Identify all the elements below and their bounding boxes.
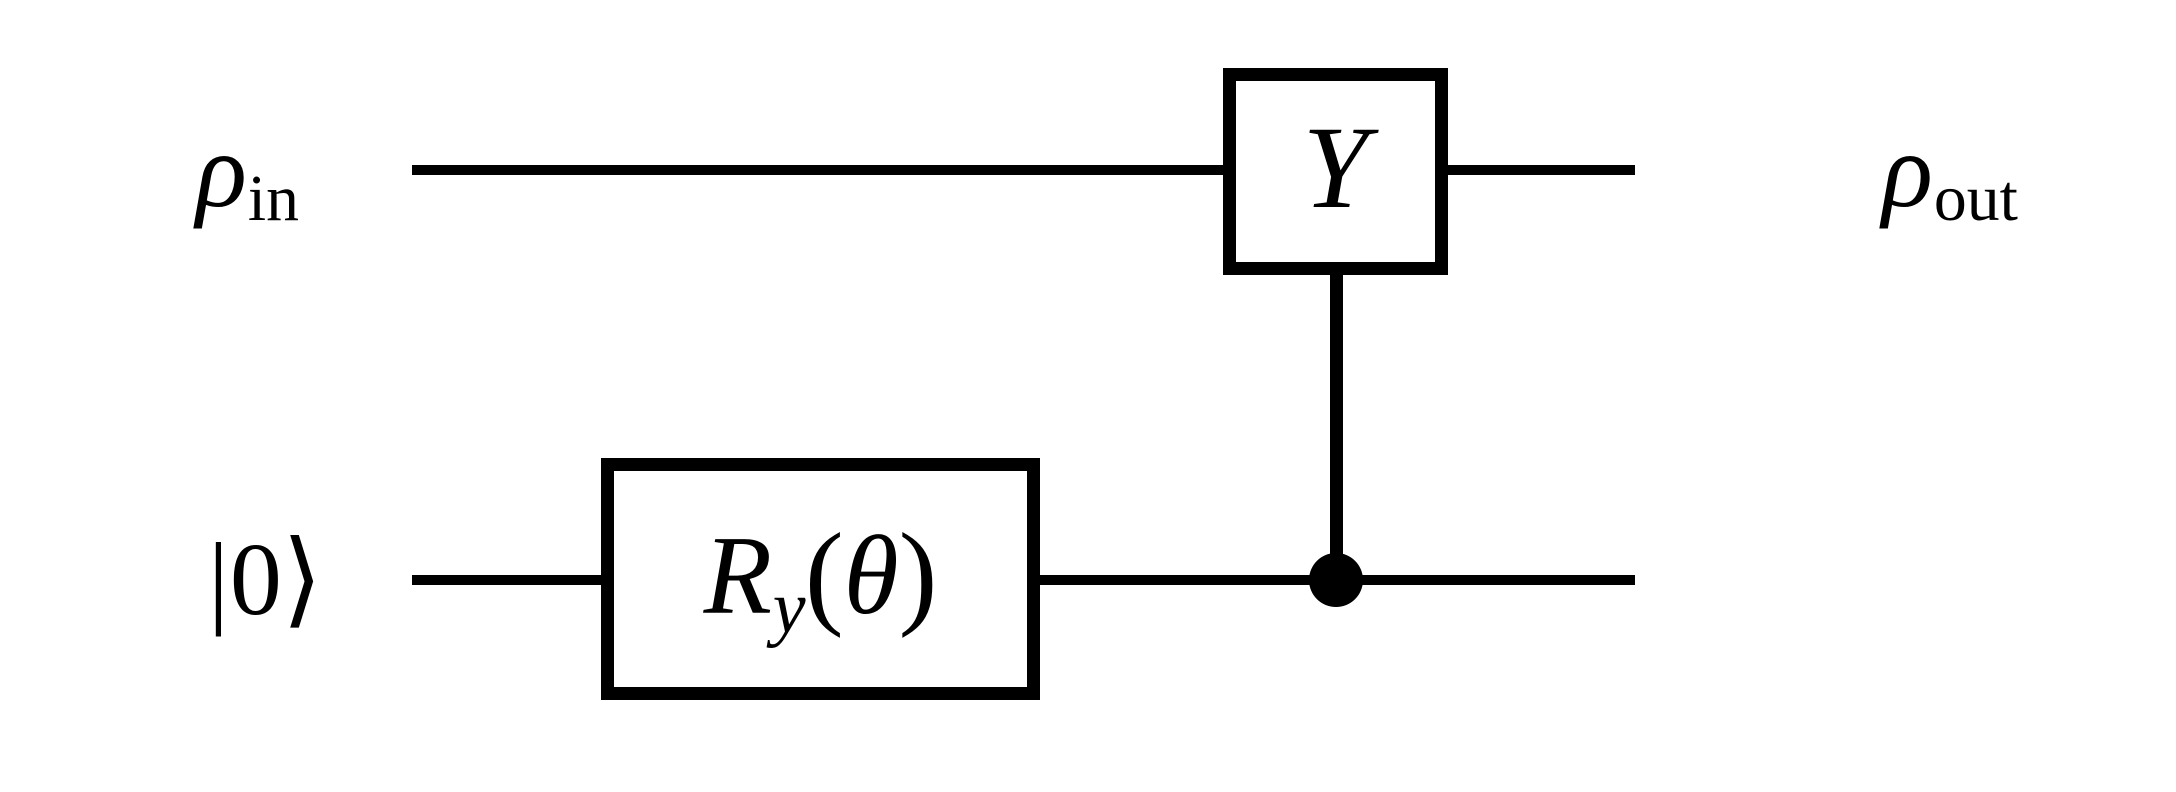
pauli-y-gate[interactable]: Y <box>1223 68 1448 275</box>
input-state-rho-symbol: ρ <box>196 112 247 229</box>
ry-gate-open-paren: ( <box>804 509 844 639</box>
ry-gate-subscript: y <box>772 565 806 648</box>
ket-right-angle: ⟩ <box>281 522 324 637</box>
output-state-subscript: out <box>1933 162 2018 236</box>
output-state-label: ρout <box>1882 118 2018 232</box>
pauli-y-gate-label: Y <box>1302 101 1369 233</box>
bottom-wire-segment-left <box>412 575 601 585</box>
top-wire-segment-right <box>1448 165 1635 175</box>
control-dot <box>1309 553 1363 607</box>
ry-gate-close-paren: ) <box>898 509 938 639</box>
ry-rotation-gate-label: Ry(θ) <box>704 516 938 644</box>
control-vertical-link <box>1330 275 1343 580</box>
ry-gate-letter: R <box>703 513 772 638</box>
ancilla-state-label: |0⟩ <box>208 528 324 632</box>
output-state-rho-symbol: ρ <box>1882 112 1933 229</box>
ry-gate-theta-argument: θ <box>843 513 899 638</box>
ket-left-bar: | <box>208 522 230 637</box>
ry-rotation-gate[interactable]: Ry(θ) <box>601 458 1040 700</box>
input-state-label: ρin <box>196 118 299 232</box>
top-wire-segment-left <box>412 165 1223 175</box>
input-state-subscript: in <box>247 162 299 236</box>
ket-value: 0 <box>229 522 282 637</box>
